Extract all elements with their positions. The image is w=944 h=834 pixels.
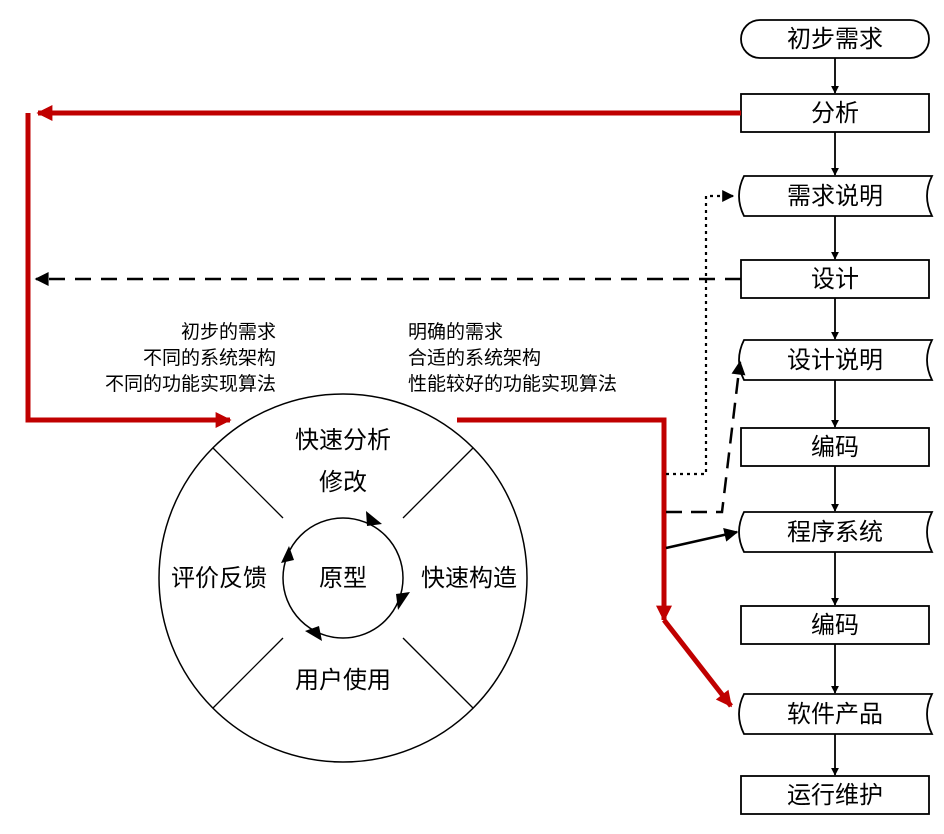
node-design-spec: 设计说明 xyxy=(738,339,934,381)
node-analysis-label: 分析 xyxy=(811,99,859,127)
cycle-arrow-bottom xyxy=(305,626,322,641)
right-notes: 明确的需求 合适的系统架构 性能较好的功能实现算法 xyxy=(408,321,617,395)
node-software-product: 软件产品 xyxy=(738,693,934,735)
node-design-spec-label: 设计说明 xyxy=(787,346,883,374)
node-requirements-spec: 需求说明 xyxy=(738,175,934,217)
wheel-evaluate-feedback: 评价反馈 xyxy=(171,564,267,592)
wheel-modify: 修改 xyxy=(319,468,367,496)
node-start: 初步需求 xyxy=(740,19,930,59)
wheel-output-to-product xyxy=(662,618,733,708)
wheel-inner-circle xyxy=(282,517,404,639)
right-note: 合适的系统架构 xyxy=(408,347,541,369)
wheel-quick-construct: 快速构造 xyxy=(421,564,517,592)
feedback-left-to-wheel xyxy=(25,113,232,428)
node-software-product-label: 软件产品 xyxy=(787,700,883,728)
dashed-to-design-spec xyxy=(666,360,746,514)
node-program-system-label: 程序系统 xyxy=(787,518,883,546)
cycle-arrow-right xyxy=(396,592,410,610)
node-design-label: 设计 xyxy=(811,265,859,293)
right-note: 性能较好的功能实现算法 xyxy=(408,373,617,395)
node-requirements-spec-label: 需求说明 xyxy=(787,182,883,210)
left-note: 初步的需求 xyxy=(181,321,276,343)
left-notes: 初步的需求 不同的系统架构 不同的功能实现算法 xyxy=(105,321,276,395)
feedback-path-red xyxy=(25,105,741,708)
right-note: 明确的需求 xyxy=(408,321,503,343)
wheel-output-down xyxy=(457,417,672,622)
node-operation-label: 运行维护 xyxy=(787,781,883,809)
node-program-system: 程序系统 xyxy=(738,511,934,553)
cycle-arrow-top xyxy=(366,511,382,526)
node-analysis: 分析 xyxy=(740,93,930,133)
wheel-user-use: 用户使用 xyxy=(295,666,391,694)
node-start-label: 初步需求 xyxy=(787,25,883,53)
cycle-arrow-left xyxy=(281,546,294,563)
node-coding-1: 编码 xyxy=(740,427,930,467)
wheel-quick-analysis: 快速分析 xyxy=(295,426,391,454)
arrow-to-program-system xyxy=(665,527,739,550)
node-coding-2-label: 编码 xyxy=(811,611,859,639)
left-note: 不同的功能实现算法 xyxy=(105,373,276,395)
node-coding-2: 编码 xyxy=(740,605,930,645)
node-operation: 运行维护 xyxy=(740,775,930,815)
left-note: 不同的系统架构 xyxy=(143,347,276,369)
wheel-prototype: 原型 xyxy=(319,564,367,592)
wheel-dividers xyxy=(212,447,474,709)
node-design: 设计 xyxy=(740,259,930,299)
prototype-wheel: 快速分析 修改 快速构造 用户使用 评价反馈 原型 xyxy=(158,393,528,763)
node-coding-1-label: 编码 xyxy=(811,433,859,461)
dotted-to-requirements-spec xyxy=(666,190,735,476)
wheel-cycle-arrows xyxy=(281,511,410,641)
